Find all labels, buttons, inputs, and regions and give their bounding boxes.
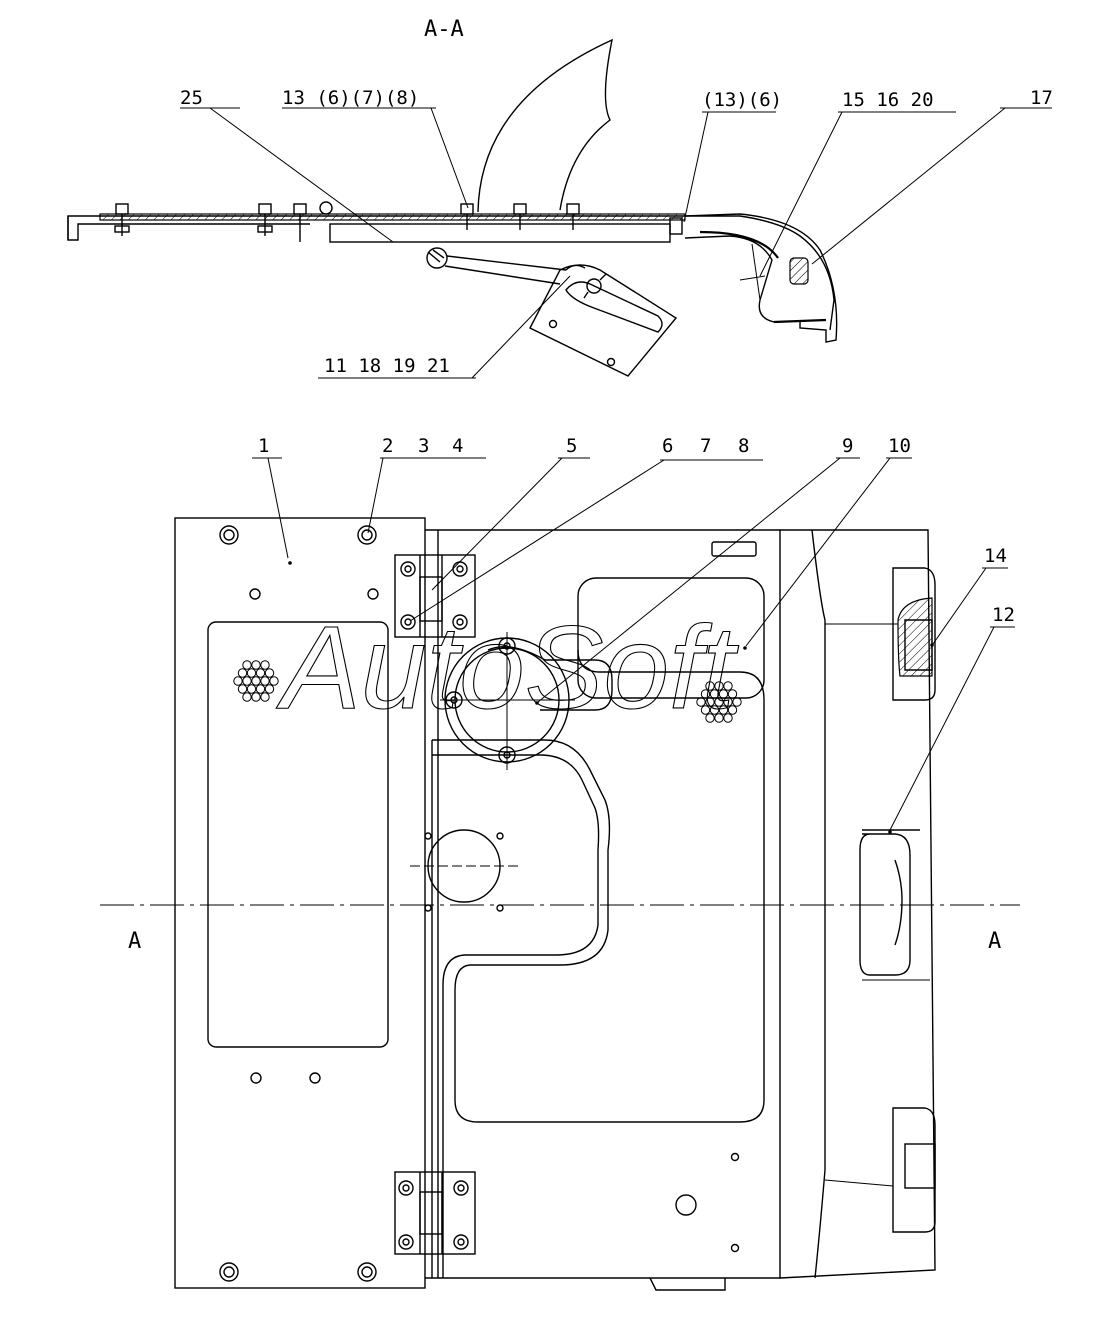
vent-hole [260, 676, 270, 686]
vent-hole [696, 697, 706, 707]
hinge-top [394, 554, 476, 638]
vent-hole [723, 681, 733, 691]
callout-5: 5 [566, 435, 577, 457]
vent-hole [264, 668, 275, 678]
filler-cap [440, 632, 613, 770]
callout-10: 10 [888, 435, 911, 457]
plate-section [99, 213, 686, 221]
vent-hole [705, 697, 715, 707]
vent-grille-left [233, 660, 279, 702]
section-leaders [180, 107, 1052, 379]
vent-hole [237, 668, 248, 678]
duct-lip [699, 230, 779, 259]
slotted-bracket [529, 264, 678, 377]
vent-hole [718, 705, 729, 715]
linkage-arm [426, 247, 607, 299]
main-leaders [252, 457, 1015, 831]
panel-12 [779, 529, 936, 1279]
callout-25: 25 [180, 87, 203, 109]
plate-bolts [114, 201, 683, 242]
vent-hole [723, 713, 733, 723]
vent-hole [714, 713, 724, 723]
duct-rib [751, 243, 761, 301]
vent-hole [255, 684, 266, 694]
vent-hole [723, 697, 733, 707]
panel-1 [174, 517, 426, 1289]
pin-line [739, 275, 766, 281]
watermark: AutoSoft [276, 602, 739, 734]
callout-group-13b: (13)(6) [702, 89, 782, 111]
vent-hole [718, 689, 729, 699]
vent-hole [242, 676, 252, 686]
vent-hole [246, 684, 257, 694]
callout-group-15: 15 16 20 [842, 89, 934, 111]
door-handle [859, 829, 920, 976]
vent-hole [242, 692, 252, 702]
callout-12: 12 [992, 604, 1015, 626]
vent-hole [251, 692, 261, 702]
vent-grille-right [696, 681, 742, 723]
vent-hole [242, 660, 252, 670]
section-view: A-A [67, 17, 1053, 379]
vent-hole [251, 676, 261, 686]
duct-inner [684, 235, 827, 323]
callout-1: 1 [258, 435, 269, 457]
vent-hole [260, 660, 270, 670]
callout-6: 6 [662, 435, 673, 457]
vent-hole [700, 705, 711, 715]
callout-7: 7 [700, 435, 711, 457]
main-view: A A 1 2 3 4 5 6 7 8 9 10 [100, 435, 1020, 1291]
vent-hole [714, 681, 724, 691]
vent-hole [714, 697, 724, 707]
vent-hole [709, 689, 720, 699]
door-panel [410, 529, 781, 1291]
callout-group-11: 11 18 19 21 [324, 355, 450, 377]
vent-hole [251, 660, 261, 670]
section-title: A-A [424, 17, 464, 42]
callout-17: 17 [1030, 87, 1053, 109]
vent-hole [727, 689, 738, 699]
hinge-pin [319, 201, 333, 215]
left-flange [67, 216, 100, 241]
vent-hole [237, 684, 248, 694]
callout-4: 4 [452, 435, 463, 457]
vent-hole [233, 676, 243, 686]
panel-1-bolts [219, 525, 377, 1282]
top-plate [67, 215, 835, 331]
vent-hole [700, 689, 711, 699]
callout-14: 14 [984, 545, 1007, 567]
vent-hole [709, 705, 720, 715]
callout-group-13: 13 (6)(7)(8) [282, 87, 419, 109]
vent-hole [264, 684, 275, 694]
vent-hole [269, 676, 279, 686]
callout-2: 2 [382, 435, 393, 457]
callout-9: 9 [842, 435, 853, 457]
callout-8: 8 [738, 435, 749, 457]
vent-hole [246, 668, 257, 678]
cut-label-right: A [988, 929, 1001, 954]
vent-hole [255, 668, 266, 678]
hinge-bottom [394, 1171, 476, 1255]
vent-hole [705, 681, 715, 691]
cut-label-left: A [128, 929, 141, 954]
deflector-fin [477, 38, 613, 213]
vent-hole [732, 697, 742, 707]
vent-hole [727, 705, 738, 715]
seal-block-17 [789, 257, 809, 285]
duct-outer [684, 213, 838, 343]
grip-14 [892, 567, 936, 701]
callout-3: 3 [418, 435, 429, 457]
lower-grip [892, 1107, 936, 1233]
duct-bottom [773, 318, 827, 324]
vent-hole [705, 713, 715, 723]
vent-hole [260, 692, 270, 702]
